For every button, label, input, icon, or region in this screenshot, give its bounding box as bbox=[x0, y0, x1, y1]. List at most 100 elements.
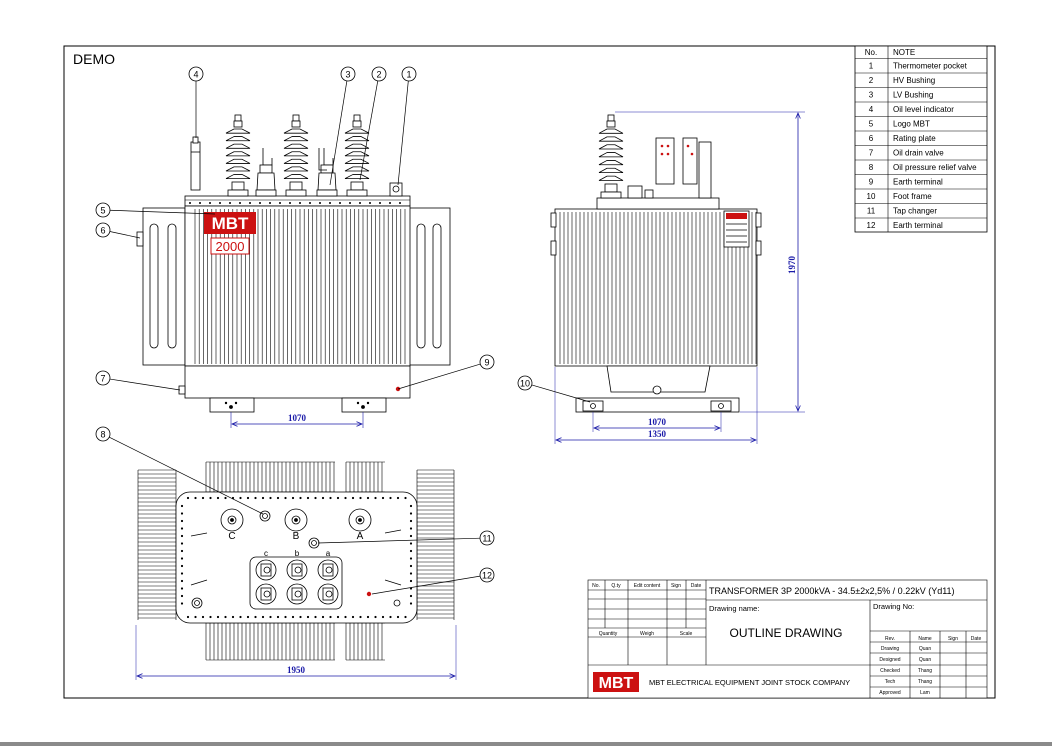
company-name: MBT ELECTRICAL EQUIPMENT JOINT STOCK COM… bbox=[649, 678, 850, 687]
front-rating-text: 2000 bbox=[216, 239, 245, 254]
sign-name: Thang bbox=[918, 679, 932, 685]
note-text: HV Bushing bbox=[893, 76, 935, 85]
note-text: Logo MBT bbox=[893, 120, 930, 129]
side-view bbox=[550, 114, 762, 413]
top-labels: C B A c b a bbox=[228, 531, 363, 558]
lv-label-a: a bbox=[326, 549, 331, 558]
drawing-name: OUTLINE DRAWING bbox=[730, 626, 843, 640]
callout-label: 1 bbox=[406, 70, 411, 80]
rev-hdr-qty: Q.ty bbox=[611, 583, 621, 589]
callout-label: 11 bbox=[482, 534, 491, 544]
callout-label: 8 bbox=[100, 430, 105, 440]
callout-label: 3 bbox=[345, 70, 350, 80]
sign-name: Quan bbox=[919, 646, 931, 652]
qty-hdr-weigh: Weigh bbox=[640, 631, 654, 637]
note-no: 11 bbox=[867, 207, 876, 216]
note-no: 12 bbox=[867, 221, 876, 230]
callout-circle bbox=[188, 66, 204, 82]
callout-circle bbox=[95, 202, 111, 218]
note-no: 5 bbox=[869, 120, 874, 129]
note-no: 10 bbox=[867, 192, 876, 201]
callout-circle bbox=[479, 354, 495, 370]
sign-hdr-name: Name bbox=[918, 636, 932, 642]
side-dim-height: 1970 bbox=[787, 256, 797, 275]
hv-label-a: A bbox=[357, 531, 364, 542]
top-dim-width: 1950 bbox=[287, 665, 306, 675]
note-text: Foot frame bbox=[893, 192, 932, 201]
top-dimension: 1950 bbox=[135, 625, 457, 680]
notes-header-no: No. bbox=[865, 48, 877, 57]
callout-label: 10 bbox=[520, 379, 530, 389]
side-dim-width: 1350 bbox=[648, 429, 667, 439]
drawing-frame bbox=[63, 45, 996, 699]
callout-circle bbox=[95, 222, 111, 238]
callout-circle bbox=[95, 370, 111, 386]
demo-watermark: DEMO bbox=[73, 51, 115, 67]
lv-label-b: b bbox=[295, 549, 300, 558]
sign-hdr-rev: Rev. bbox=[885, 636, 895, 642]
callout-circle bbox=[340, 66, 356, 82]
title-block-text: No. Q.ty Edit content Sign Date Quantity… bbox=[592, 583, 981, 696]
callout-label: 6 bbox=[100, 226, 105, 236]
side-dimensions: 1970 1070 1350 bbox=[554, 111, 805, 444]
note-text: Oil pressure relief valve bbox=[893, 163, 977, 172]
sign-hdr-date: Date bbox=[971, 636, 982, 642]
rev-hdr-edit: Edit content bbox=[634, 583, 661, 589]
note-text: Oil level indicator bbox=[893, 105, 954, 114]
qty-hdr-quantity: Quantity bbox=[599, 631, 618, 637]
note-text: Earth terminal bbox=[893, 178, 943, 187]
callout-label: 2 bbox=[376, 70, 381, 80]
note-text: LV Bushing bbox=[893, 91, 933, 100]
note-no: 3 bbox=[869, 91, 874, 100]
sign-role: Checked bbox=[880, 668, 900, 674]
callout-label: 7 bbox=[100, 374, 105, 384]
callout-circle bbox=[479, 567, 495, 583]
note-text: Earth terminal bbox=[893, 221, 943, 230]
sign-name: Thang bbox=[918, 668, 932, 674]
sign-hdr-sign: Sign bbox=[948, 636, 958, 642]
note-text: Tap changer bbox=[893, 207, 937, 216]
sign-name: Lam bbox=[920, 690, 930, 696]
notes-header-note: NOTE bbox=[893, 48, 915, 57]
sign-name: Quan bbox=[919, 657, 931, 663]
note-no: 7 bbox=[869, 149, 874, 158]
callout-circle bbox=[401, 66, 417, 82]
company-logo-box bbox=[593, 672, 639, 692]
callout-circle bbox=[371, 66, 387, 82]
title-text: TRANSFORMER 3P 2000kVA - 34.5±2x2,5% / 0… bbox=[709, 586, 955, 596]
note-text: Rating plate bbox=[893, 134, 936, 143]
drawing-name-label: Drawing name: bbox=[709, 604, 759, 613]
callout-label: 9 bbox=[484, 358, 489, 368]
sign-role: Drawing bbox=[881, 646, 900, 652]
front-dimension: 1070 bbox=[230, 412, 364, 428]
note-text: Thermometer pocket bbox=[893, 62, 968, 71]
note-no: 6 bbox=[869, 134, 874, 143]
callout-circle bbox=[517, 375, 533, 391]
note-no: 1 bbox=[869, 62, 874, 71]
front-view bbox=[136, 114, 451, 413]
rev-hdr-date: Date bbox=[691, 583, 702, 589]
front-logo-text: MBT bbox=[212, 214, 249, 233]
note-text: Oil drain valve bbox=[893, 149, 944, 158]
callout-label: 4 bbox=[193, 70, 198, 80]
drawing-no-label: Drawing No: bbox=[873, 602, 914, 611]
front-dim-width: 1070 bbox=[288, 413, 307, 423]
callout-label: 5 bbox=[100, 206, 105, 216]
title-block bbox=[587, 579, 988, 699]
sign-role: Tech bbox=[885, 679, 896, 685]
hv-label-b: B bbox=[293, 531, 300, 542]
note-no: 4 bbox=[869, 105, 874, 114]
front-logo: MBT 2000 bbox=[204, 212, 256, 255]
callout-label: 12 bbox=[482, 571, 492, 581]
lv-label-c: c bbox=[264, 549, 268, 558]
callout-circle bbox=[479, 530, 495, 546]
note-no: 8 bbox=[869, 163, 874, 172]
side-dim-foot: 1070 bbox=[648, 417, 667, 427]
callout-circle bbox=[95, 426, 111, 442]
rev-hdr-sign: Sign bbox=[671, 583, 681, 589]
note-no: 9 bbox=[869, 178, 874, 187]
